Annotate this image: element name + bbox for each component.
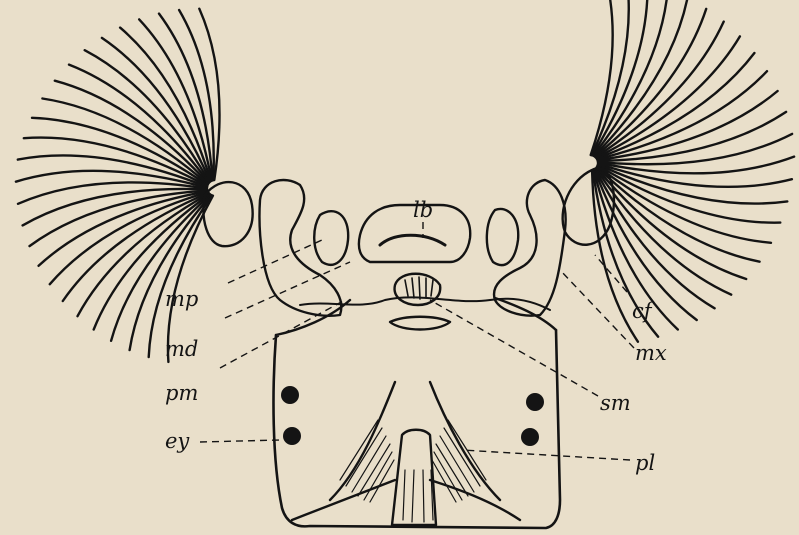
submentum <box>395 274 441 305</box>
right-eye-upper <box>526 393 544 411</box>
right-lateral-lobe <box>494 180 566 316</box>
leader-md <box>225 262 350 318</box>
fan-ray <box>596 22 724 158</box>
left-fan-base <box>204 182 253 246</box>
fan-ray <box>32 118 208 185</box>
labrum-brush <box>380 235 445 245</box>
leader-pl <box>462 450 630 460</box>
label-sm: sm <box>600 391 631 415</box>
mouth-opening <box>390 317 450 330</box>
submentum-teeth <box>405 277 433 299</box>
label-mp: mp <box>165 287 198 311</box>
fan-ray <box>149 195 212 357</box>
right-mandible <box>487 209 518 265</box>
leader-mp <box>228 240 322 283</box>
label-md: md <box>165 337 198 361</box>
label-pl: pl <box>635 451 655 475</box>
label-ey: ey <box>165 429 190 453</box>
right-eye-lower <box>521 428 539 446</box>
capsule-bottom <box>292 480 520 520</box>
postocciput-striae <box>403 470 433 522</box>
left-lateral-lobe <box>260 180 342 316</box>
label-cf: cf <box>632 299 655 323</box>
label-mx: mx <box>635 341 667 365</box>
leader-sm <box>430 300 598 396</box>
label-lb: lb <box>413 198 433 222</box>
right-cephalic-fan <box>591 0 794 342</box>
leader-ey <box>200 440 280 442</box>
left-mandible <box>314 211 348 265</box>
left-eye-upper <box>281 386 299 404</box>
postgenal-cleft <box>330 382 500 500</box>
left-eye-lower <box>283 427 301 445</box>
label-pm: pm <box>165 381 198 405</box>
